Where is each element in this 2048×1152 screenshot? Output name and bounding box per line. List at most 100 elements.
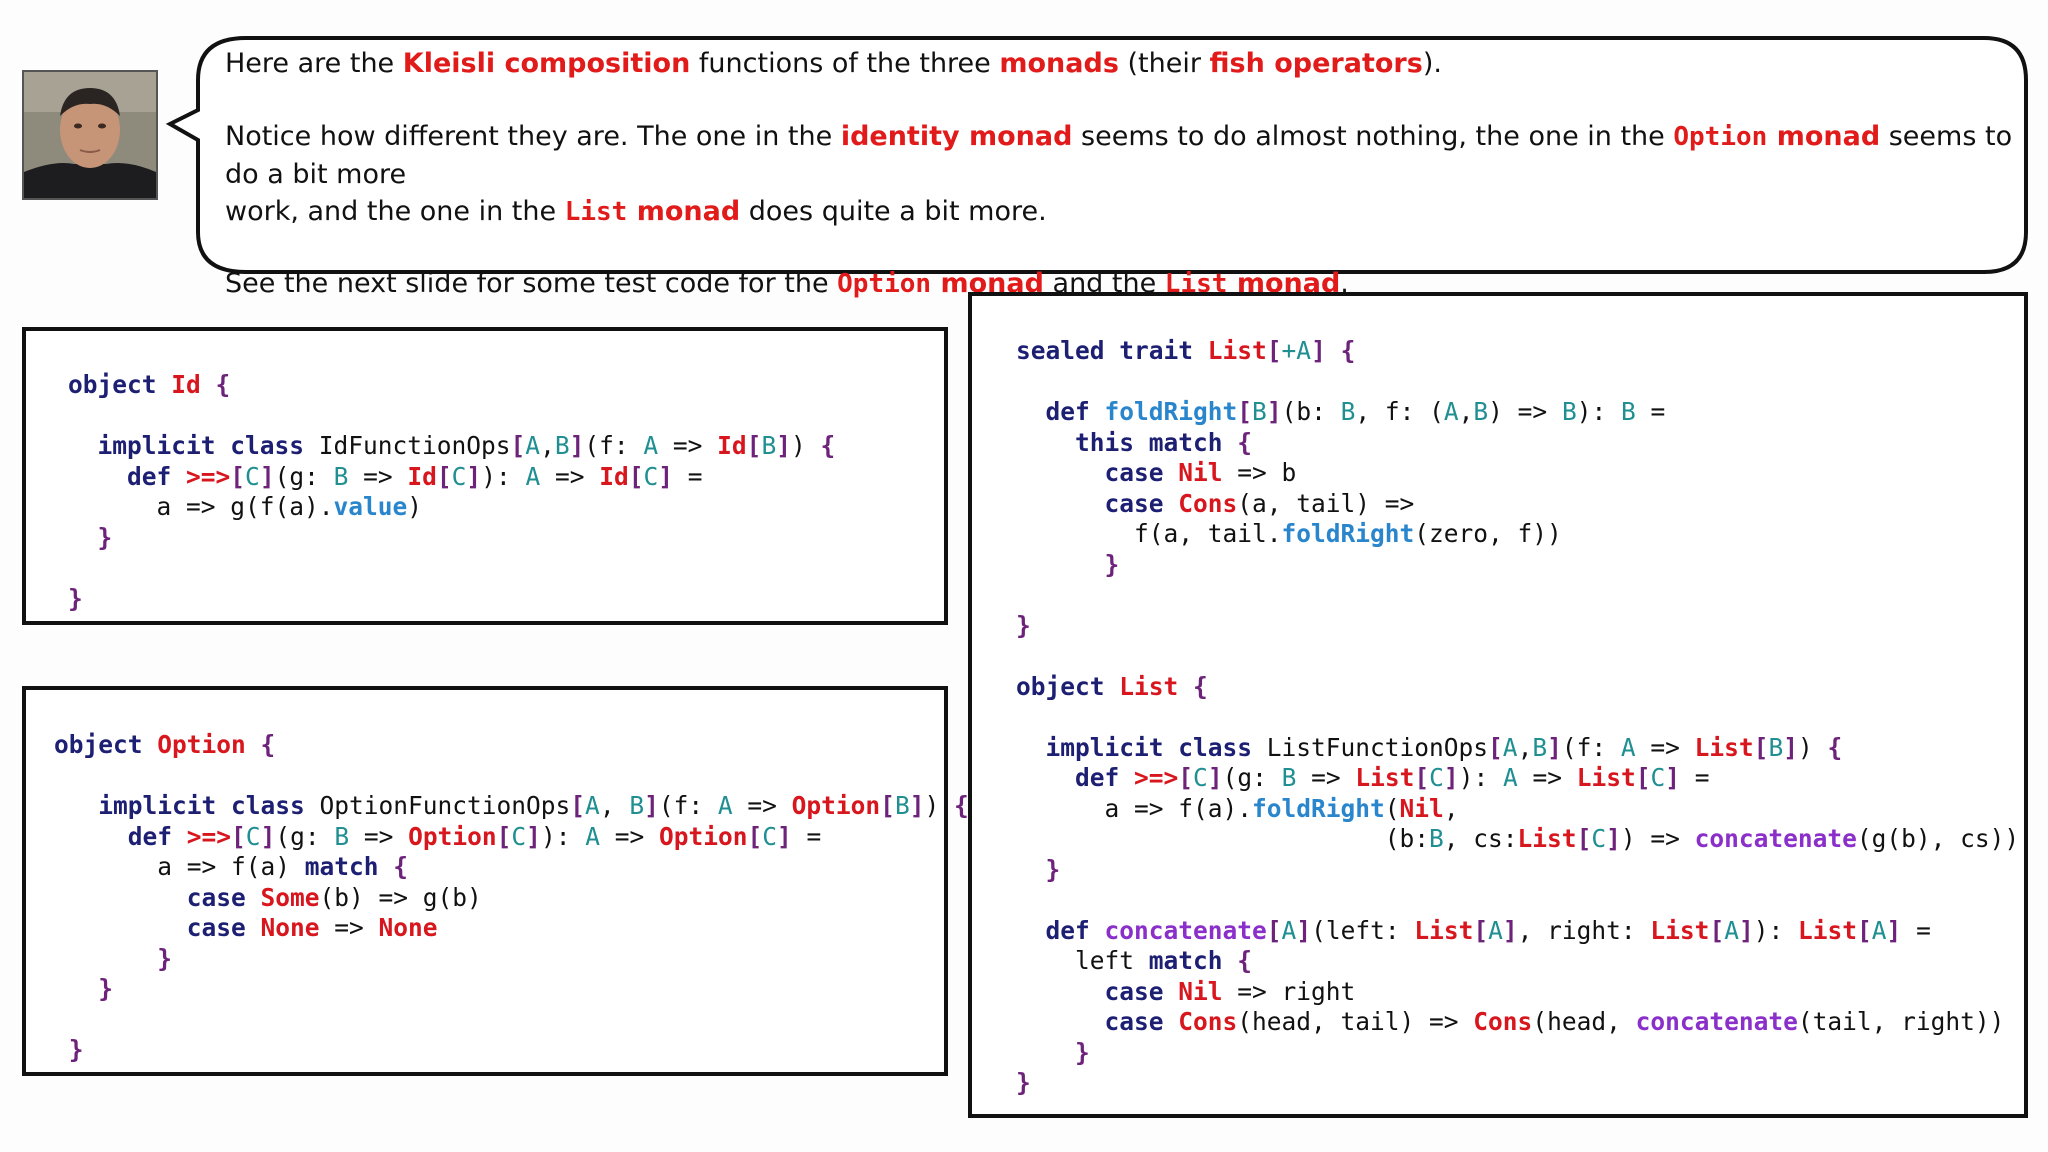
code-line: implicit class ListFunctionOps[A,B](f: A… (1016, 732, 1843, 762)
code-type-param: A (525, 461, 541, 491)
code-type-name: List (1207, 336, 1267, 365)
code-text: (b: (1281, 397, 1341, 426)
code-method: foldRight (1104, 397, 1238, 426)
code-text: ): (1458, 763, 1503, 792)
code-keyword: object (68, 370, 172, 399)
code-function: concatenate (1104, 915, 1267, 945)
code-type-name: List (1694, 732, 1754, 762)
code-type-param: C (762, 821, 778, 851)
code-bracket: [ (1488, 732, 1503, 762)
code-type-name: Id (717, 431, 747, 460)
code-bracket: ] (526, 821, 541, 851)
code-keyword: match (1148, 946, 1238, 975)
list-code-box: sealed trait List[+A] { def foldRight[B]… (968, 292, 2028, 1118)
code-text: a => f(a). (1016, 793, 1253, 823)
code-keyword: implicit class (68, 431, 319, 460)
id-code: object Id { implicit class IdFunctionOps… (68, 370, 835, 614)
code-text: => right (1222, 976, 1356, 1006)
code-keyword: def (68, 461, 187, 491)
code-text: ) => (1488, 397, 1562, 426)
code-type-param: A (1488, 915, 1503, 945)
code-text: = (1635, 397, 1666, 426)
code-type-param: C (245, 461, 260, 491)
code-text: => (732, 791, 792, 820)
code-text: , right: (1517, 915, 1651, 945)
code-bracket: ] (1207, 763, 1223, 792)
code-bracket: [ (880, 791, 895, 820)
code-text: = (1901, 915, 1931, 945)
code-type-name: Id (171, 370, 201, 399)
code-type-name: Nil (1399, 793, 1444, 823)
code-text: => b (1222, 458, 1297, 487)
code-text: (g: (274, 461, 334, 491)
code-bracket: [ (1237, 397, 1253, 426)
code-line: a => g(f(a).value) (68, 492, 423, 521)
code-keyword: case (54, 913, 261, 942)
code-bracket: [ (628, 461, 644, 491)
code-line: object Option { (54, 730, 275, 759)
code-line: f(a, tail.foldRight(zero, f)) (1016, 519, 1562, 548)
code-bracket: ] (644, 791, 659, 820)
code-text: f(a, tail. (1016, 519, 1282, 548)
code-type-name: List (1650, 915, 1710, 945)
code-bracket: } (1016, 549, 1120, 579)
code-text: a => g(f(a). (68, 492, 334, 521)
code-method: foldRight (1252, 793, 1385, 823)
code-bracket: } (68, 522, 113, 552)
code-type-name: List (1355, 763, 1415, 792)
code-line: left match { (1016, 946, 1252, 975)
code-text: (a, tail) => (1237, 488, 1415, 518)
code-bracket: { (1325, 336, 1356, 365)
code-line: implicit class IdFunctionOps[A,B](f: A =… (68, 431, 836, 460)
code-type-param: A (643, 431, 659, 460)
code-text: (f: (658, 791, 718, 820)
code-bracket: [ (1266, 336, 1282, 365)
code-type-param: A (1281, 915, 1297, 945)
code-text: (g(b), cs)) (1856, 824, 2020, 853)
code-bracket: ] (1547, 732, 1562, 762)
code-line: } (1016, 855, 1061, 884)
code-bracket: ] (909, 791, 925, 820)
code-text: ( (1384, 793, 1400, 823)
code-text: ) (1797, 732, 1828, 762)
code-text: (head, (1532, 1007, 1636, 1036)
code-bracket: ] (466, 461, 482, 491)
code-bracket: ] (1783, 732, 1798, 762)
code-text: ListFunctionOps (1266, 732, 1489, 762)
code-keyword: def (1016, 763, 1135, 792)
code-text: = (673, 461, 703, 491)
code-bracket: [ (1709, 915, 1725, 945)
code-type-param: C (643, 461, 659, 491)
code-type-param: B (761, 431, 777, 460)
code-text: ): (540, 821, 586, 851)
code-type-param: B (554, 431, 570, 460)
code-type-name: List (1798, 915, 1858, 945)
code-type-param: B (334, 821, 350, 851)
code-type-name: Cons (1178, 1007, 1238, 1036)
code-bracket: ] (1665, 763, 1681, 792)
code-bracket: ] (259, 461, 275, 491)
code-type-name: Nil (1178, 976, 1223, 1006)
code-bracket: ] (777, 821, 792, 851)
code-bracket: [ (510, 431, 526, 460)
code-bracket: ] (1266, 397, 1282, 426)
code-text: , (599, 791, 630, 820)
code-text: ) => (1620, 824, 1695, 853)
code-bracket: [ (1414, 763, 1430, 792)
code-bracket: [ (1753, 732, 1769, 762)
code-text: (f: (1561, 732, 1621, 762)
code-type-param: A (1724, 915, 1739, 945)
code-line: (b:B, cs:List[C]) => concatenate(g(b), c… (1016, 824, 2019, 853)
code-line: def >=>[C](g: B => Option[C]): A => Opti… (54, 821, 822, 851)
code-type-name: List (1414, 915, 1474, 945)
code-type-param: C (245, 821, 261, 851)
code-bracket: [ (496, 821, 512, 851)
code-method: value (333, 492, 408, 521)
speech-bubble (165, 36, 2028, 274)
code-type-param: A (717, 791, 733, 820)
code-bracket: [ (231, 821, 246, 851)
code-keyword: match (304, 852, 394, 881)
code-bracket: [ (1857, 915, 1872, 945)
code-text: (left: (1311, 915, 1415, 945)
code-text: (tail, right)) (1797, 1007, 2005, 1036)
